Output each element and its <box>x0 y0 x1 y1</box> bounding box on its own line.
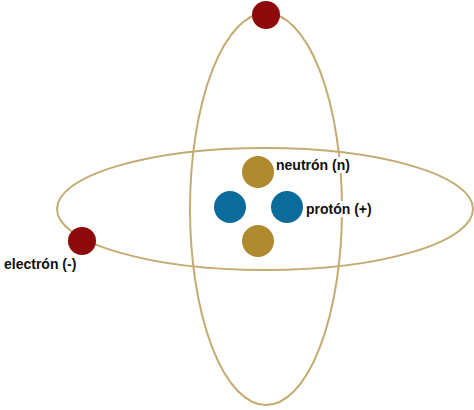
proton <box>271 191 303 223</box>
part-label: neutrón (n) <box>274 157 352 173</box>
part-label: electrón (-) <box>2 256 78 272</box>
proton <box>214 191 246 223</box>
electron <box>252 1 280 29</box>
electron <box>68 227 96 255</box>
part-label: protón (+) <box>304 201 374 217</box>
neutron <box>242 156 274 188</box>
neutron <box>242 225 274 257</box>
orbit-horizontal <box>57 148 473 270</box>
